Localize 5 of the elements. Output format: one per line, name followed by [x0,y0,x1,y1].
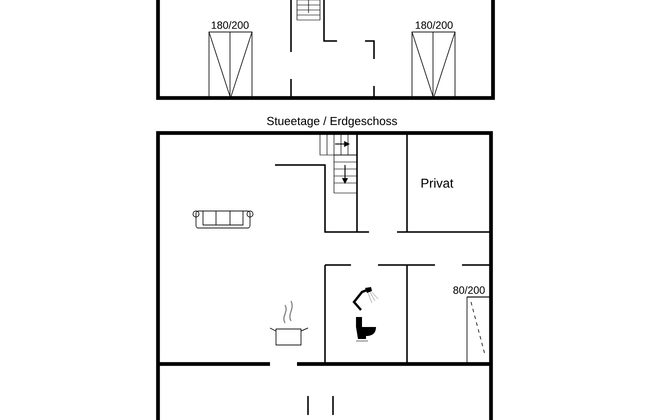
dimension-label: 180/200 [416,21,453,29]
room-label: Privat [422,178,454,188]
floor-heading: Stueetage / Erdgeschoss [267,116,398,128]
dimension-label: 180/200 [212,21,249,29]
dimension-label: 80/200 [453,286,485,294]
